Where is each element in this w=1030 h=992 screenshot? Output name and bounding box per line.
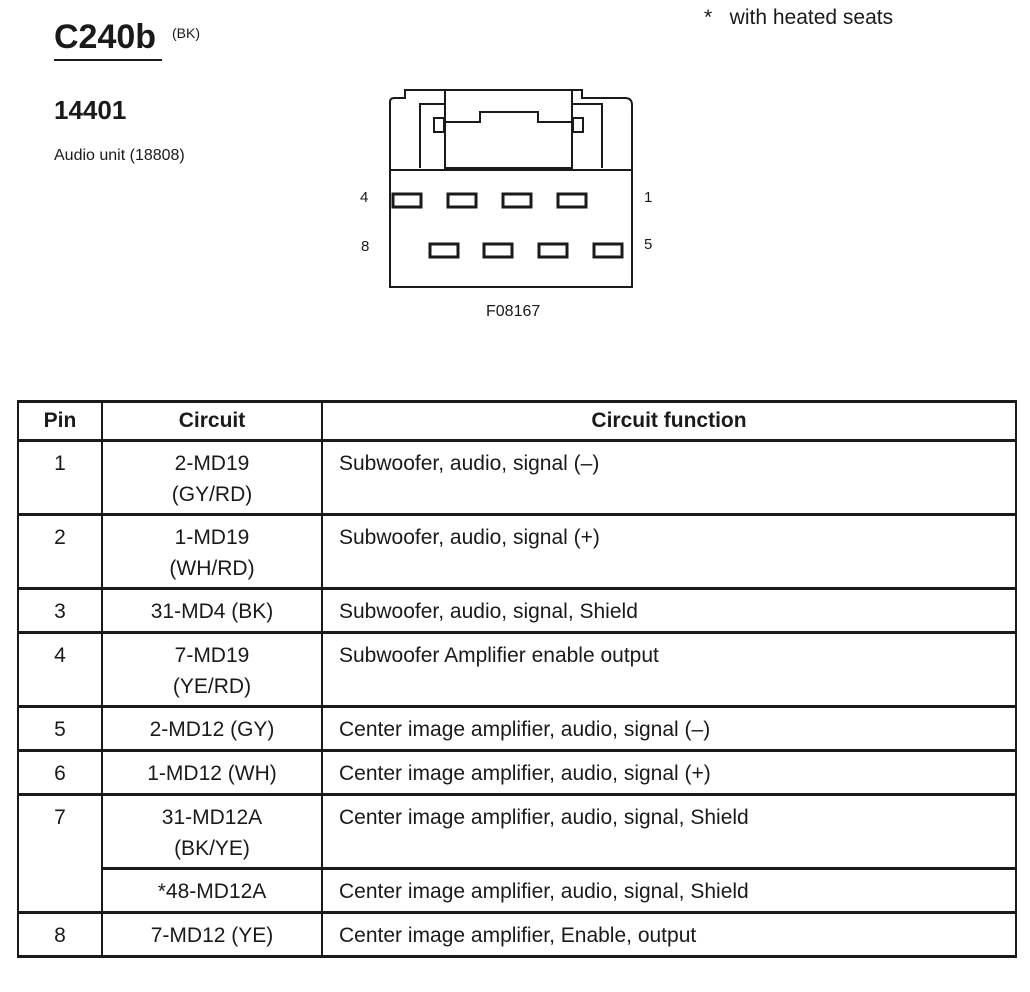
pin-cell: 5 (17, 705, 103, 751)
pin-3-cavity (446, 192, 478, 209)
circuit-cell: 7-MD19 (YE/RD) (101, 631, 323, 707)
table-row: 2 1-MD19 (WH/RD) Subwoofer, audio, signa… (17, 513, 1017, 589)
connector-face-diagram: 4 1 8 5 (360, 89, 652, 288)
heated-seats-note: * with heated seats (704, 6, 894, 29)
table-row: 8 7-MD12 (YE) Center image amplifier, En… (17, 911, 1017, 957)
connector-latch (419, 103, 446, 168)
pin-cell: 8 (17, 911, 103, 957)
pin-7-cavity (482, 242, 514, 259)
function-cell: Center image amplifier, Enable, output (321, 911, 1017, 957)
circuit-cell: 1-MD12 (WH) (101, 749, 323, 795)
function-cell: Subwoofer, audio, signal (+) (321, 513, 1017, 589)
function-cell: Subwoofer, audio, signal, Shield (321, 587, 1017, 633)
part-description: Audio unit (18808) (54, 147, 185, 164)
circuit-cell: 2-MD19 (GY/RD) (101, 439, 323, 515)
pin-label-5: 5 (644, 236, 652, 253)
table-row: 1 2-MD19 (GY/RD) Subwoofer, audio, signa… (17, 439, 1017, 515)
pin-cell: 3 (17, 587, 103, 633)
pin-6-cavity (537, 242, 569, 259)
circuit-cell: *48-MD12A (101, 867, 323, 913)
function-cell: Center image amplifier, audio, signal (–… (321, 705, 1017, 751)
pin-table: Pin Circuit Circuit function 1 2-MD19 (G… (17, 400, 1017, 958)
function-cell: Subwoofer, audio, signal (–) (321, 439, 1017, 515)
circuit-cell: 7-MD12 (YE) (101, 911, 323, 957)
header-circuit: Circuit (101, 401, 323, 442)
connector-title-block: C240b (BK) (54, 18, 200, 61)
pin-label-8: 8 (361, 238, 369, 255)
pin-label-1: 1 (644, 189, 652, 206)
circuit-cell: 31-MD4 (BK) (101, 587, 323, 633)
pin-cell: 1 (17, 439, 103, 515)
connector-housing (389, 89, 633, 288)
function-cell: Center image amplifier, audio, signal, S… (321, 867, 1017, 913)
pin-4-cavity (391, 192, 423, 209)
table-row: 5 2-MD12 (GY) Center image amplifier, au… (17, 705, 1017, 751)
pin-8-cavity (428, 242, 460, 259)
table-row: 3 31-MD4 (BK) Subwoofer, audio, signal, … (17, 587, 1017, 633)
pin-1-cavity (556, 192, 588, 209)
connector-color-code: (BK) (172, 25, 200, 41)
table-row: *48-MD12A Center image amplifier, audio,… (18, 867, 1017, 913)
pin-2-cavity (501, 192, 533, 209)
pin-cell: 2 (17, 513, 103, 589)
connector-id: C240b (54, 18, 157, 56)
pin-cell: 7 (17, 793, 103, 913)
pin-cell: 4 (17, 631, 103, 707)
circuit-cell: 31-MD12A (BK/YE) (101, 793, 323, 869)
header-pin: Pin (17, 401, 103, 442)
figure-id: F08167 (486, 303, 541, 320)
circuit-cell: 1-MD19 (WH/RD) (101, 513, 323, 589)
pin-cell: 6 (17, 749, 103, 795)
pin-label-4: 4 (360, 189, 368, 206)
table-header-row: Pin Circuit Circuit function (17, 401, 1017, 442)
function-cell: Center image amplifier, audio, signal, S… (321, 793, 1017, 869)
function-cell: Subwoofer Amplifier enable output (321, 631, 1017, 707)
circuit-cell: 2-MD12 (GY) (101, 705, 323, 751)
function-cell: Center image amplifier, audio, signal (+… (321, 749, 1017, 795)
table-row: 6 1-MD12 (WH) Center image amplifier, au… (17, 749, 1017, 795)
part-number: 14401 (54, 95, 127, 125)
table-row: 4 7-MD19 (YE/RD) Subwoofer Amplifier ena… (17, 631, 1017, 707)
table-row: 7 31-MD12A (BK/YE) Center image amplifie… (17, 793, 1017, 913)
header-function: Circuit function (321, 401, 1017, 442)
pin-5-cavity (592, 242, 624, 259)
